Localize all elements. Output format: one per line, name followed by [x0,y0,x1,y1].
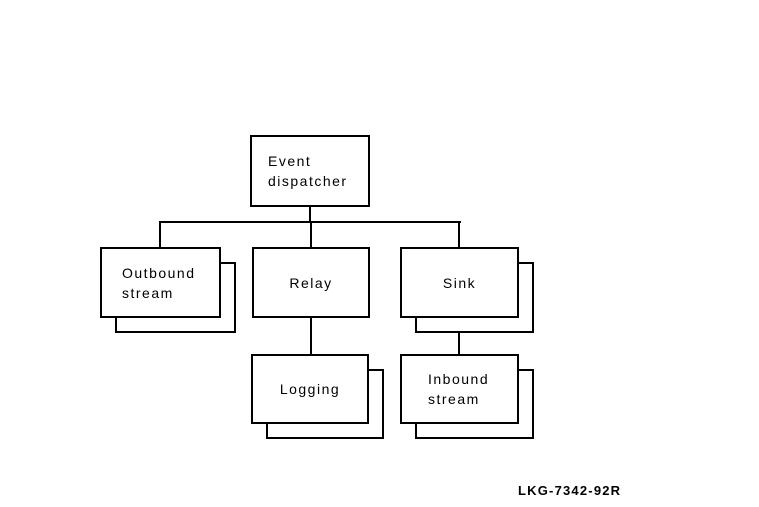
node-inbound-stream: Inbound stream [400,354,519,424]
connector-bus-to-relay [310,221,312,249]
node-logging: Logging [251,354,369,424]
node-inbound-stream-label: Inbound stream [428,371,490,407]
node-logging-label: Logging [279,381,341,397]
figure-id-caption: LKG-7342-92R [518,483,622,498]
node-sink: Sink [400,247,519,318]
connector-sink-to-inbound-stream [458,317,460,355]
connector-relay-to-logging [310,317,312,355]
node-relay-label: Relay [289,274,333,291]
node-outbound-stream: Outbound stream [100,247,221,318]
node-event-dispatcher-label: Event dispatcher [268,153,348,189]
connector-dispatcher-to-bus [309,206,311,223]
node-relay: Relay [252,247,370,318]
node-event-dispatcher: Event dispatcher [250,135,370,207]
connector-bus-to-outbound-stream [159,221,161,249]
node-sink-label: Sink [442,274,477,291]
node-outbound-stream-label: Outbound stream [122,264,196,301]
connector-bus-to-sink [458,221,460,249]
